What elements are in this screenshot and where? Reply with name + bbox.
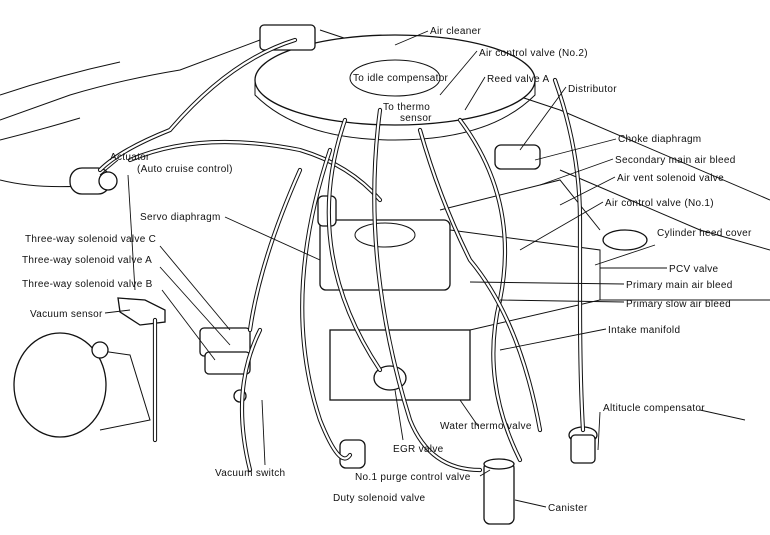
- actuator: [69, 167, 118, 195]
- label-purge-control-valve: No.1 purge control valve: [355, 472, 471, 483]
- label-air-control-valve-2: Air control valve (No.2): [479, 48, 588, 59]
- distributor-part: [494, 144, 541, 170]
- altitude-compensator-part: [568, 426, 598, 464]
- label-water-thermo-valve: Water thermo valve: [440, 421, 532, 432]
- cylinder-head-cover-cap: [602, 229, 648, 251]
- labels: Air cleaner Air control valve (No.2) To …: [22, 26, 752, 514]
- label-air-control-valve-1: Air control valve (No.1): [605, 198, 714, 209]
- label-sensor: sensor: [400, 113, 432, 124]
- label-canister: Canister: [548, 503, 588, 514]
- label-reed-valve-a: Reed valve A: [487, 74, 550, 85]
- leader-lines: [99, 30, 746, 508]
- vacuum-sensor: [117, 297, 166, 326]
- label-auto-cruise-control: (Auto cruise control): [137, 164, 233, 175]
- label-vacuum-switch: Vacuum switch: [215, 468, 285, 479]
- label-egr-valve: EGR valve: [393, 444, 444, 455]
- label-secondary-main-air-bleed: Secondary main air bleed: [615, 155, 736, 166]
- label-altitude-compensator: Altitucle compensator: [603, 403, 705, 414]
- label-servo-diaphragm: Servo diaphragm: [140, 212, 221, 223]
- label-to-idle-compensator: To idle compensator: [353, 73, 449, 84]
- label-three-way-solenoid-valve-c: Three-way solenoid valve C: [25, 234, 156, 245]
- label-duty-solenoid-valve: Duty solenoid valve: [333, 493, 426, 504]
- carburetor: [319, 179, 601, 401]
- label-distributor: Distributor: [568, 84, 617, 95]
- label-pcv-valve: PCV valve: [669, 264, 719, 275]
- air-cleaner: [254, 24, 536, 141]
- duty-solenoid-valve: [339, 439, 366, 469]
- label-air-cleaner: Air cleaner: [430, 26, 481, 37]
- label-intake-manifold: Intake manifold: [608, 325, 680, 336]
- label-primary-main-air-bleed: Primary main air bleed: [626, 280, 733, 291]
- label-air-vent-solenoid-valve: Air vent solenoid valve: [617, 173, 724, 184]
- label-primary-slow-air-bleed: Primary slow air bleed: [626, 299, 731, 310]
- three-way-solenoid-valves: [199, 327, 251, 403]
- canister-part: [483, 458, 515, 525]
- label-to-thermo: To thermo: [383, 102, 430, 113]
- label-actuator: Actuator: [110, 152, 150, 163]
- label-cylinder-heed-cover: Cylinder heed cover: [657, 228, 752, 239]
- label-vacuum-sensor: Vacuum sensor: [30, 309, 103, 320]
- label-choke-diaphragm: Choke diaphragm: [618, 134, 701, 145]
- vacuum-hoses: [97, 37, 586, 473]
- headlight: [13, 332, 151, 438]
- label-three-way-solenoid-valve-a: Three-way solenoid valve A: [22, 255, 152, 266]
- label-three-way-solenoid-valve-b: Three-way solenoid valve B: [22, 279, 153, 290]
